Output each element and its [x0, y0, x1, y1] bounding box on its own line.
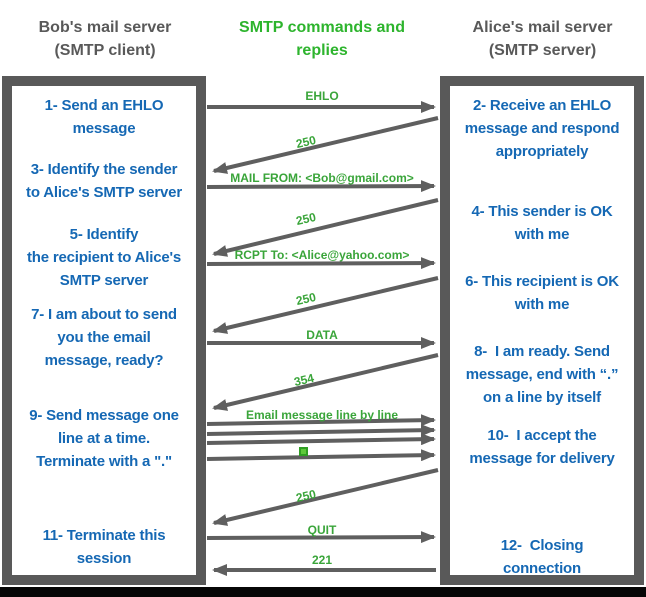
bottom-border-bar: [0, 587, 646, 597]
label-mail-from: MAIL FROM: <Bob@gmail.com>: [230, 171, 414, 185]
server-box: 2- Receive an EHLO message and respond a…: [440, 76, 644, 585]
label-rcpt-to: RCPT To: <Alice@yahoo.com>: [234, 248, 410, 262]
server-step-2: 2- Receive an EHLO message and respond a…: [464, 97, 620, 160]
label-221: 221: [311, 553, 333, 567]
server-step-12: 12- Closing connection: [500, 537, 584, 577]
label-data: DATA: [306, 328, 338, 342]
label-ehlo: EHLO: [305, 89, 339, 103]
arrow-mail-from: [206, 180, 436, 193]
client-step-1: 1- Send an EHLO message: [44, 97, 164, 137]
label-250-1: 250: [294, 132, 318, 152]
arrow-250-2: [212, 198, 439, 257]
server-step-4: 4- This sender is OK with me: [471, 203, 613, 243]
commands-header-title: SMTP commands and replies: [239, 19, 405, 59]
server-step-8: 8- I am ready. Send message, end with “.…: [465, 343, 619, 406]
arrow-354: [212, 353, 439, 411]
client-box: 1- Send an EHLO message 3- Identify the …: [2, 76, 206, 585]
arrow-250-3: [212, 276, 439, 334]
arrow-message-line-2: [206, 424, 436, 437]
client-step-11: 11- Terminate this session: [42, 527, 166, 567]
label-quit: QUIT: [307, 523, 337, 537]
client-step-9: 9- Send message one line at a time. Term…: [29, 407, 179, 470]
client-step-7: 7- I am about to send you the email mess…: [31, 306, 177, 369]
client-step-5: 5- Identify the recipient to Alice's SMT…: [26, 226, 182, 289]
arrow-dot-line: [206, 449, 436, 462]
server-step-10: 10- I accept the message for delivery: [469, 427, 615, 467]
arrow-quit: [206, 531, 436, 544]
label-250-4: 250: [294, 486, 318, 506]
label-250-2: 250: [294, 209, 318, 229]
dot-terminator-icon: [299, 447, 308, 456]
label-354: 354: [292, 370, 316, 390]
arrow-message-line-3: [206, 433, 436, 446]
arrow-rcpt-to: [206, 257, 436, 270]
server-step-6: 6- This recipient is OK with me: [465, 273, 619, 313]
label-250-3: 250: [294, 289, 318, 309]
server-header-title: Alice's mail server (SMTP server): [472, 19, 613, 59]
client-step-3: 3- Identify the sender to Alice's SMTP s…: [26, 161, 182, 201]
client-header-title: Bob's mail server (SMTP client): [38, 19, 172, 59]
label-email-message: Email message line by line: [245, 408, 399, 422]
